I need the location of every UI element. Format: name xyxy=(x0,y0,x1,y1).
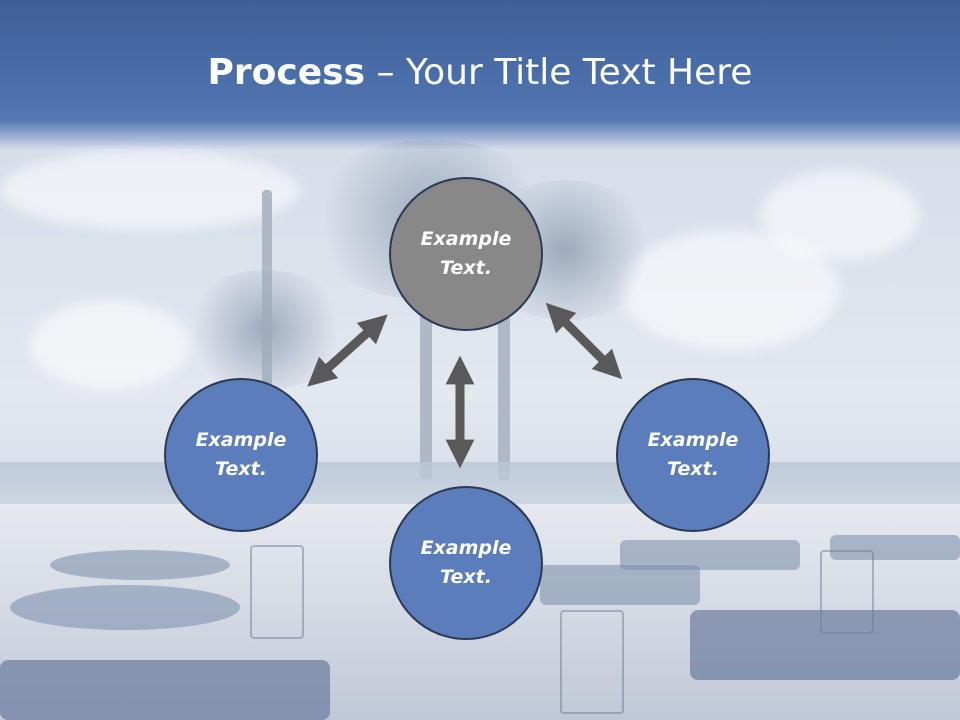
slide-title: Process – Your Title Text Here xyxy=(0,52,960,93)
node-label: Example Text. xyxy=(420,537,512,588)
process-node-right: Example Text. xyxy=(616,378,770,532)
title-bold: Process xyxy=(207,52,366,93)
arrow-top-right xyxy=(545,302,623,380)
process-node-left: Example Text. xyxy=(164,378,318,532)
title-rest: – Your Title Text Here xyxy=(365,52,753,93)
node-label: Example Text. xyxy=(195,429,287,480)
process-node-bottom: Example Text. xyxy=(389,486,543,640)
process-node-top: Example Text. xyxy=(389,177,543,331)
node-label: Example Text. xyxy=(420,228,512,279)
title-band xyxy=(0,0,960,150)
node-label: Example Text. xyxy=(647,429,739,480)
arrow-top-left xyxy=(307,314,388,387)
